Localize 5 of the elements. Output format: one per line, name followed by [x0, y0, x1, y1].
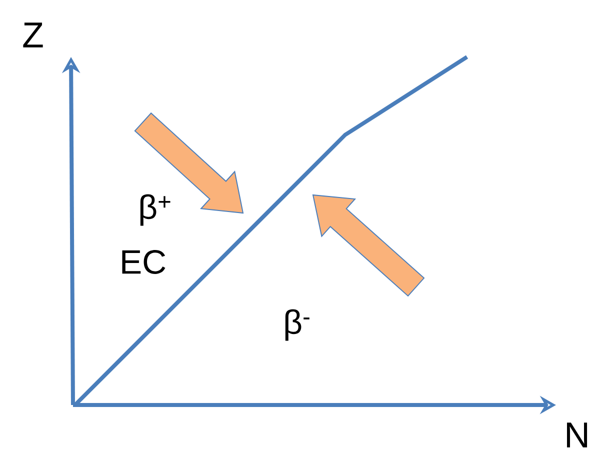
- axis-label: Z: [23, 22, 43, 48]
- decay-label: β$^{+}$: [140, 194, 170, 226]
- axis-label: N: [567, 422, 588, 448]
- decay-label: EC: [122, 250, 166, 274]
- decay-label: β$^{-}$: [285, 309, 310, 341]
